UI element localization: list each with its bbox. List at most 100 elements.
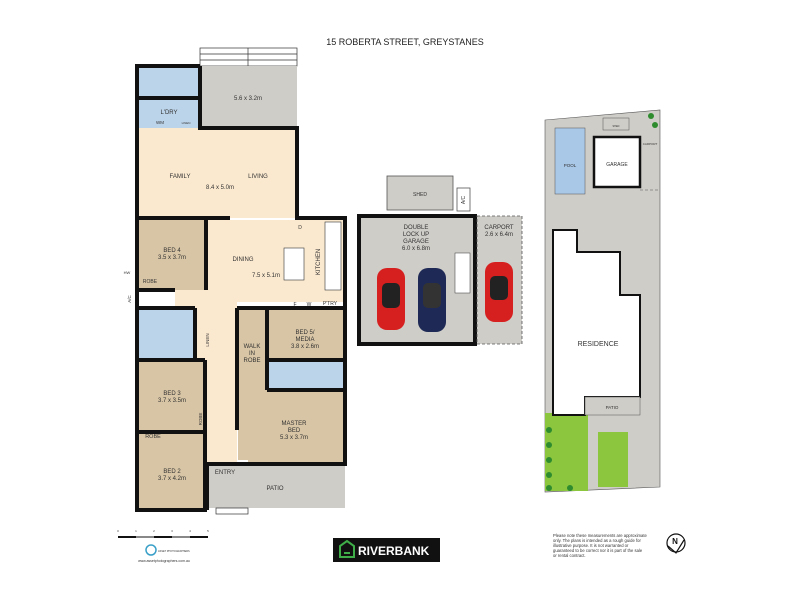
garage-line2: LOCK UP bbox=[403, 232, 429, 238]
house-ac-label: A/C bbox=[127, 295, 132, 303]
disclaimer-line-4: guaranteed to be correct nor it is part … bbox=[553, 548, 643, 553]
laundry-linen-label: LINEN bbox=[182, 121, 191, 125]
dining-kitchen-size: 7.5 x 5.1m bbox=[252, 273, 280, 279]
bed5-size: 3.8 x 2.6m bbox=[291, 344, 319, 350]
disclaimer-line-3: illustrative purpose. It is not warrante… bbox=[553, 543, 629, 548]
family-label: FAMILY bbox=[170, 174, 191, 180]
site-lawn-right bbox=[598, 432, 628, 487]
carport-size: 2.6 x 6.4m bbox=[485, 232, 513, 238]
wir-line1: WALK bbox=[244, 344, 261, 350]
site-carport-label: CARPORT bbox=[643, 142, 658, 146]
north-label: N bbox=[672, 537, 678, 546]
site-pool bbox=[554, 127, 586, 195]
family-living-room bbox=[139, 128, 297, 218]
car-red-carport bbox=[485, 262, 513, 322]
main-house-plan: 5.6 x 3.2m L'DRY WM LINEN FAMILY LIVING … bbox=[124, 47, 347, 515]
site-pool-label: POOL bbox=[564, 163, 577, 168]
site-lawn-left bbox=[545, 413, 588, 491]
site-shed-label: SHED bbox=[613, 125, 620, 128]
patio-label: PATIO bbox=[266, 486, 283, 492]
riverbank-logo: RIVERBANK bbox=[333, 538, 440, 562]
house-walls bbox=[135, 64, 347, 512]
scale-bar: 0 1 2 3 4 5 bbox=[117, 529, 209, 538]
bed2-size: 3.7 x 4.2m bbox=[158, 476, 186, 482]
deck-size: 5.6 x 3.2m bbox=[234, 96, 262, 102]
bed4-size: 3.5 x 3.7m bbox=[158, 255, 186, 261]
scale-tick-1: 1 bbox=[135, 529, 137, 533]
bed4-room bbox=[139, 220, 206, 290]
scale-tick-0: 0 bbox=[117, 529, 119, 533]
bed2-room bbox=[139, 432, 205, 508]
camera-aperture-icon bbox=[145, 544, 157, 556]
car-blue bbox=[418, 268, 446, 332]
deck-steps bbox=[199, 47, 298, 67]
dining-kitchen-room bbox=[207, 220, 345, 302]
patio-steps bbox=[215, 507, 249, 515]
carport-label: CARPORT bbox=[484, 225, 514, 231]
laundry-label: L'DRY bbox=[160, 110, 177, 116]
dishwasher-label: D bbox=[298, 225, 302, 231]
photographer-name: ASSET PHOTOGRAPHERS bbox=[158, 550, 190, 553]
bed5-room bbox=[268, 310, 345, 360]
garage-storage bbox=[454, 252, 471, 294]
bed3-room bbox=[139, 362, 205, 432]
family-living-size: 8.4 x 5.0m bbox=[206, 185, 234, 191]
entry-label: ENTRY bbox=[215, 470, 235, 476]
site-plan: POOL SHED GARAGE CARPORT RESIDENCE PATIO bbox=[544, 109, 661, 493]
site-residence-label: RESIDENCE bbox=[578, 341, 619, 348]
wm-label: WM bbox=[156, 120, 164, 125]
site-garage bbox=[592, 135, 642, 189]
patio-area bbox=[207, 464, 345, 508]
master-line1: MASTER bbox=[281, 421, 307, 427]
site-patio-label: PATIO bbox=[606, 405, 619, 410]
brand-name: RIVERBANK bbox=[358, 544, 430, 558]
bed2-label: BED 2 bbox=[163, 469, 181, 475]
bathroom-main bbox=[139, 310, 195, 360]
photographer-logo: ASSET PHOTOGRAPHERS www.assetphotographe… bbox=[138, 544, 190, 563]
house-icon bbox=[339, 539, 355, 558]
bathroom-top bbox=[139, 68, 200, 98]
bed5-line2: MEDIA bbox=[295, 337, 314, 343]
laundry-room bbox=[139, 98, 200, 128]
bed4-robe-label: ROBE bbox=[143, 279, 158, 285]
garage-plan: SHED A/C DOUBLE LOCK UP GARAGE 6.0 x 6.8… bbox=[357, 175, 523, 346]
bed3-robe-label: ROBE bbox=[198, 413, 203, 426]
linen-label: LINEN bbox=[205, 333, 210, 346]
car-red-left bbox=[377, 268, 405, 330]
disclaimer-line-5: or rental contract. bbox=[553, 553, 586, 558]
shed bbox=[386, 175, 454, 211]
garage-ac-label: A/C bbox=[461, 195, 467, 204]
site-patio bbox=[584, 396, 641, 416]
photographer-url: www.assetphotographers.com.au bbox=[138, 559, 190, 563]
disclaimer-line-2: only. The plans is intended as a rough g… bbox=[553, 538, 641, 543]
shed-label: SHED bbox=[413, 192, 427, 198]
dining-label: DINING bbox=[233, 257, 254, 263]
disclaimer: Please note these measurements are appro… bbox=[553, 533, 647, 558]
site-residence bbox=[552, 229, 641, 416]
bed3-size: 3.7 x 3.5m bbox=[158, 398, 186, 404]
wir-line2: IN bbox=[249, 351, 255, 357]
kitchen-island bbox=[283, 247, 305, 281]
fridge-label: F bbox=[293, 302, 296, 308]
living-label: LIVING bbox=[248, 174, 268, 180]
site-shed bbox=[602, 117, 630, 131]
ensuite-room bbox=[268, 362, 345, 390]
scale-tick-5: 5 bbox=[207, 529, 209, 533]
scale-tick-3: 3 bbox=[171, 529, 173, 533]
site-garage-label: GARAGE bbox=[606, 162, 628, 168]
hw-label: HW bbox=[124, 270, 131, 275]
scale-tick-2: 2 bbox=[153, 529, 155, 533]
property-title: 15 ROBERTA STREET, GREYSTANES bbox=[326, 37, 484, 47]
ac-unit bbox=[456, 187, 471, 212]
site-shrubs bbox=[546, 113, 658, 491]
kitchen-bench bbox=[324, 221, 342, 291]
master-line2: BED bbox=[288, 428, 301, 434]
disclaimer-line-1: Please note these measurements are appro… bbox=[553, 533, 647, 538]
bed4-label: BED 4 bbox=[163, 248, 181, 254]
w-label: W bbox=[307, 302, 312, 308]
scale-tick-4: 4 bbox=[189, 529, 191, 533]
bed5-line1: BED 5/ bbox=[295, 330, 314, 336]
wir-line3: ROBE bbox=[243, 358, 260, 364]
